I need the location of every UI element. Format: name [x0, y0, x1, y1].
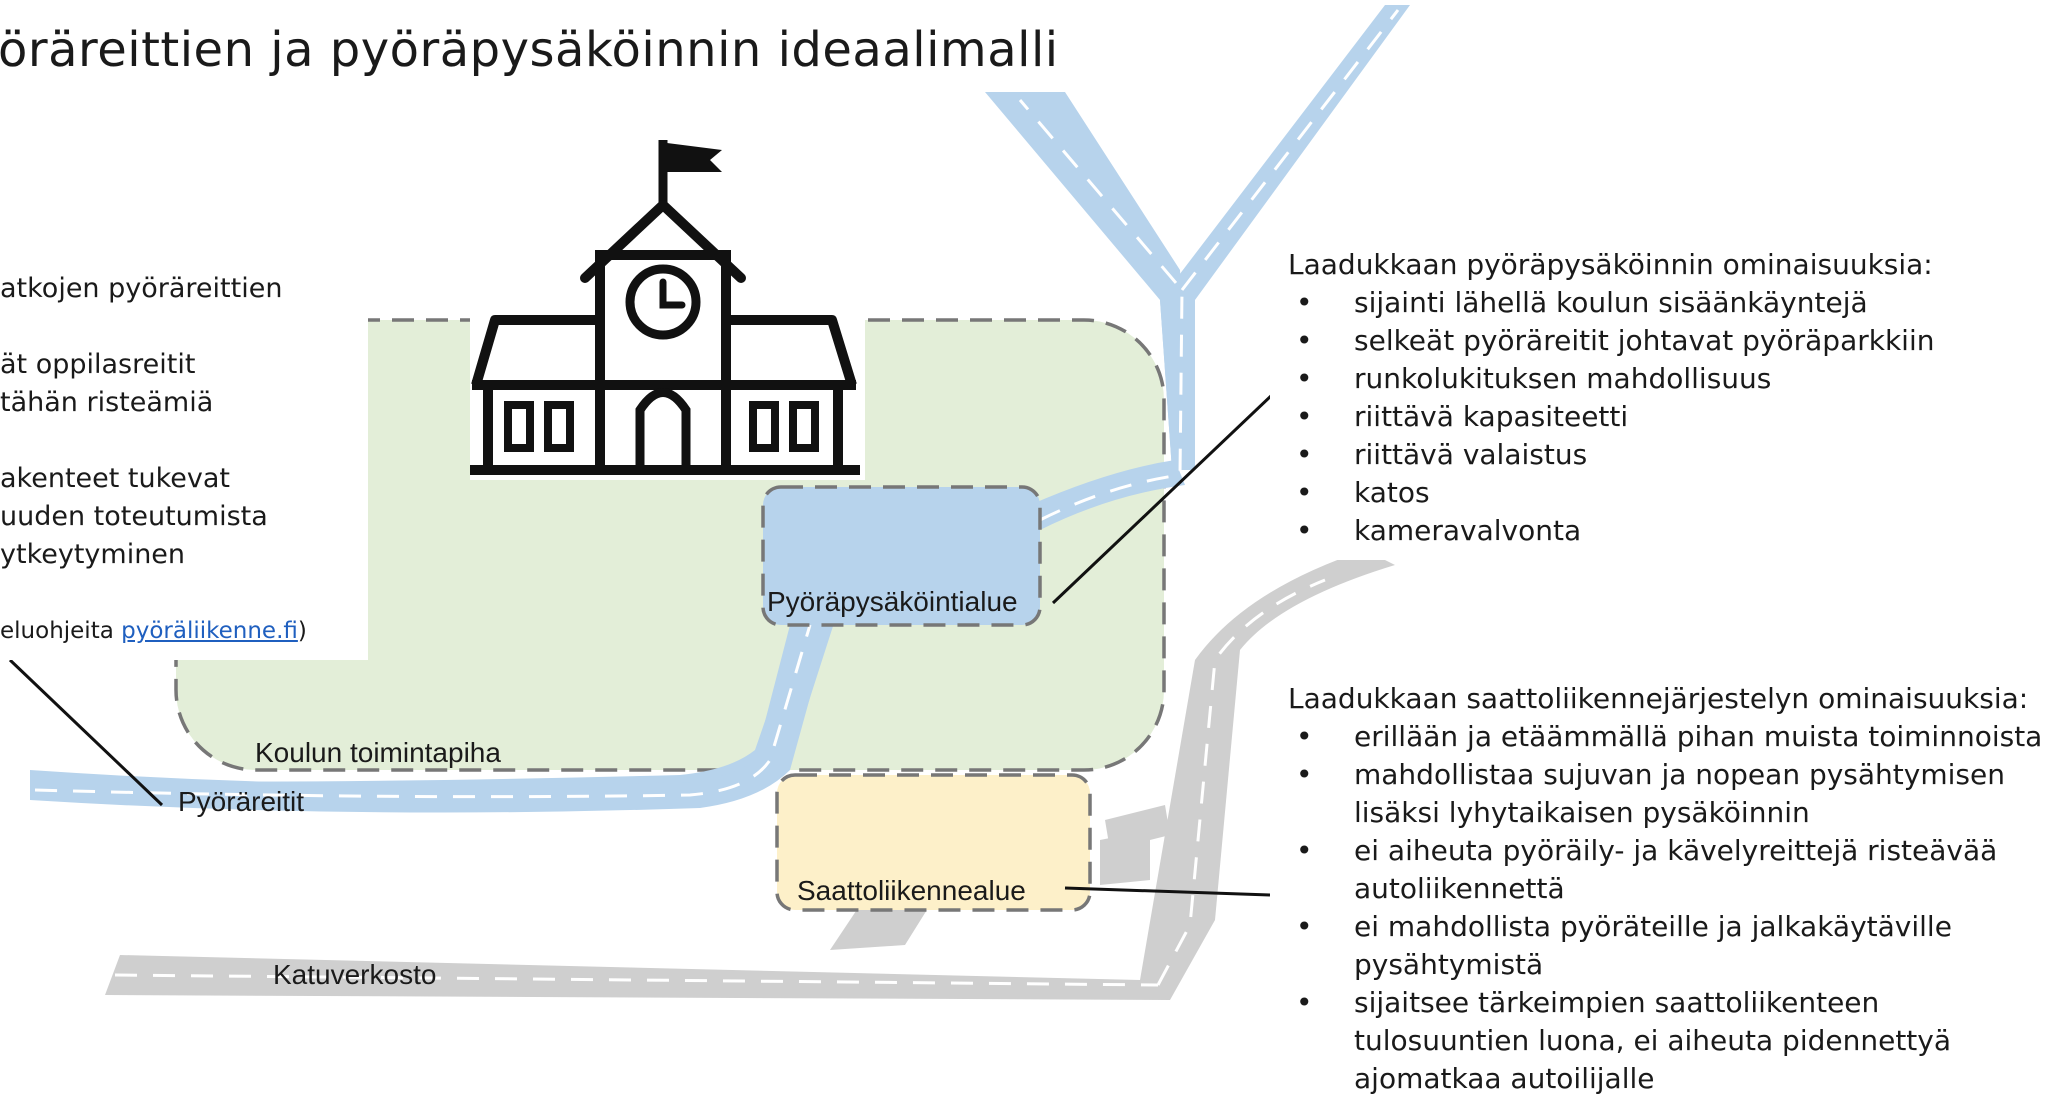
pyoraliikenne-link[interactable]: pyöräliikenne.fi	[121, 618, 298, 644]
bike-parking-item: sijainti lähellä koulun sisäänkäyntejä	[1288, 284, 1970, 322]
bike-parking-item: kameravalvonta	[1288, 512, 1970, 550]
left-line-7: uuden toteutumista	[0, 501, 268, 532]
dropoff-item: mahdollistaa sujuvan ja nopean pysähtymi…	[1288, 756, 2070, 832]
label-bike-parking-area: Pyöräpysäköintialue	[767, 586, 1018, 617]
left-footnote: eluohjeita pyöräliikenne.fi)	[0, 612, 307, 650]
left-line-8: ytkeytyminen	[0, 539, 186, 570]
dropoff-item: sijaitsee tärkeimpien saattoliikenteentu…	[1288, 984, 2070, 1098]
dropoff-item: ei aiheuta pyöräily- ja kävelyreittejä r…	[1288, 832, 2070, 908]
street-network	[105, 550, 1395, 1000]
bike-routes	[30, 5, 1410, 813]
left-line-3: ät oppilasreitit	[0, 349, 196, 380]
bike-parking-area	[761, 485, 1042, 627]
dropoff-area	[775, 773, 1092, 912]
bike-parking-list: sijainti lähellä koulun sisäänkäyntejä s…	[1288, 284, 1970, 550]
leader-line-dropoff	[1064, 886, 1271, 897]
left-line-1: atkojen pyöräreittien	[0, 273, 283, 304]
left-text-panel	[0, 255, 368, 660]
dropoff-list: erillään ja etäämmällä pihan muista toim…	[1288, 718, 2070, 1098]
left-line-6: akenteet tukevat	[0, 463, 231, 494]
bike-parking-item: runkolukituksen mahdollisuus	[1288, 360, 1970, 398]
bike-parking-item: riittävä kapasiteetti	[1288, 398, 1970, 436]
left-line-4: tähän risteämiä	[0, 387, 214, 418]
label-street-network: Katuverkosto	[273, 959, 436, 990]
dropoff-item: erillään ja etäämmällä pihan muista toim…	[1288, 718, 2070, 756]
label-schoolyard: Koulun toimintapiha	[255, 737, 501, 768]
page-title: öräreittien ja pyöräpysäköinnin ideaalim…	[0, 22, 1059, 78]
dropoff-heading: Laadukkaan saattoliikennejärjestelyn omi…	[1288, 682, 2029, 715]
leader-line-bike-routes	[8, 658, 164, 807]
bike-parking-item: katos	[1288, 474, 1970, 512]
bike-parking-item: riittävä valaistus	[1288, 436, 1970, 474]
footnote-suffix: )	[297, 618, 307, 644]
dropoff-item: ei mahdollista pyöräteille ja jalkakäytä…	[1288, 908, 2070, 984]
clock-icon	[625, 264, 701, 340]
flag-icon	[658, 140, 722, 205]
bike-parking-item: selkeät pyöräreitit johtavat pyöräparkki…	[1288, 322, 1970, 360]
school-building-icon	[470, 100, 865, 480]
footnote-prefix: eluohjeita	[0, 618, 122, 644]
label-dropoff-area: Saattoliikennealue	[797, 875, 1026, 906]
dropoff-panel: Laadukkaan saattoliikennejärjestelyn omi…	[1270, 680, 2070, 1104]
label-bike-routes: Pyöräreitit	[178, 786, 304, 817]
bike-parking-panel: Laadukkaan pyöräpysäköinnin ominaisuuksi…	[1270, 245, 1970, 560]
bike-parking-heading: Laadukkaan pyöräpysäköinnin ominaisuuksi…	[1288, 248, 1933, 281]
leader-line-bike-parking	[1051, 393, 1274, 605]
